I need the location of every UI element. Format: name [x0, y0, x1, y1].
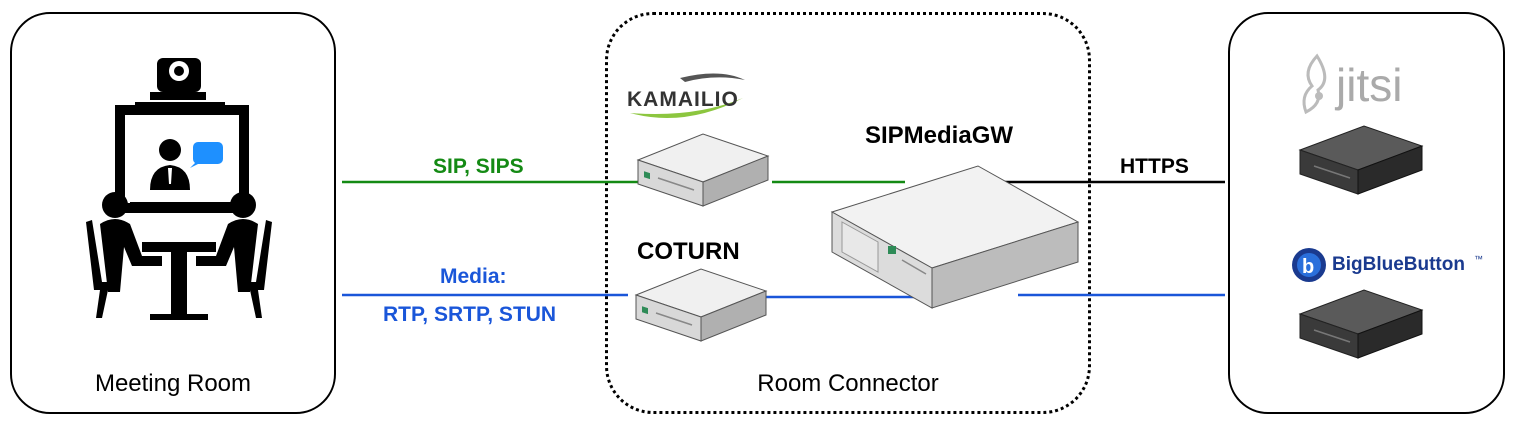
https-label: HTTPS — [1120, 155, 1189, 178]
kamailio-logo-text: KAMAILIO — [627, 88, 739, 111]
meeting-room-label: Meeting Room — [94, 370, 252, 397]
server-icon — [1298, 289, 1424, 359]
sipmediagw-label: SIPMediaGW — [865, 122, 1014, 149]
media-label: Media: — [440, 265, 507, 288]
meeting-room-icon — [86, 58, 272, 320]
room-connector-panel — [605, 12, 1091, 414]
coturn-label: COTURN — [637, 238, 740, 265]
bigbluebutton-logo: b BigBlueButton ™ — [1290, 246, 1490, 286]
bbb-trademark: ™ — [1474, 254, 1483, 264]
jitsi-logo-text: jitsi — [1336, 59, 1403, 111]
kamailio-logo: KAMAILIO — [625, 68, 755, 128]
server-icon — [636, 133, 770, 207]
media-protocols-label: RTP, SRTP, STUN — [383, 303, 557, 326]
bbb-logo-text: BigBlueButton — [1332, 254, 1465, 275]
server-icon — [1298, 125, 1424, 195]
jitsi-logo: jitsi — [1292, 52, 1432, 122]
server-icon — [830, 165, 1080, 309]
svg-text:b: b — [1302, 256, 1314, 278]
sip-label: SIP, SIPS — [433, 155, 524, 178]
server-icon — [634, 268, 768, 342]
room-connector-label: Room Connector — [757, 370, 939, 397]
